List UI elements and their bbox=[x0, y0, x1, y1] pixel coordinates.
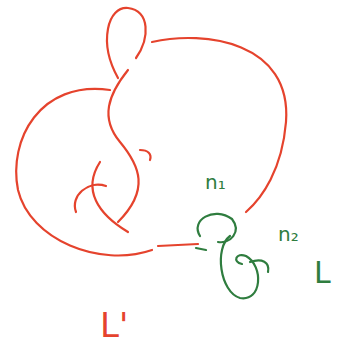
link-label: n₁ bbox=[205, 172, 226, 192]
knot-strands bbox=[16, 8, 286, 256]
link-label: n₂ bbox=[278, 224, 299, 244]
link-strands bbox=[196, 214, 268, 298]
link-label: L' bbox=[100, 308, 128, 342]
link-label: L bbox=[314, 258, 331, 288]
